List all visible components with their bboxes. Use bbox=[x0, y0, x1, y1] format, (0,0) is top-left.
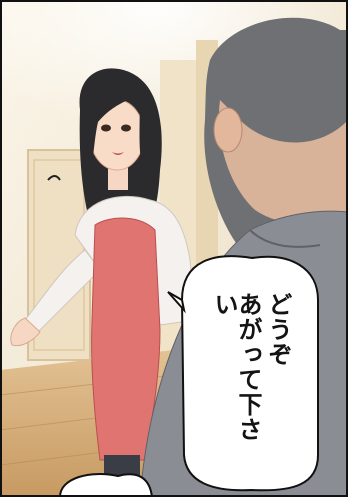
speech-bubble-tail bbox=[167, 291, 186, 314]
man-ear bbox=[213, 107, 243, 153]
woman-apron bbox=[91, 217, 161, 461]
gesture-mark bbox=[47, 175, 61, 181]
woman-right-eye bbox=[121, 124, 131, 132]
woman-left-eye bbox=[101, 124, 111, 132]
man-collar bbox=[249, 229, 321, 248]
woman-hand bbox=[10, 317, 41, 347]
speech-line-2: あがって下さい bbox=[210, 292, 262, 442]
speech-bubble bbox=[180, 255, 319, 492]
man-neck-skin bbox=[218, 100, 348, 224]
woman-bangs bbox=[86, 90, 140, 165]
speech-bubble-text: どうぞ あがって下さい bbox=[205, 292, 297, 462]
woman-mouth bbox=[112, 152, 124, 155]
partial-speech-bubble bbox=[58, 473, 154, 497]
speech-line-1: どうぞ bbox=[264, 292, 292, 367]
